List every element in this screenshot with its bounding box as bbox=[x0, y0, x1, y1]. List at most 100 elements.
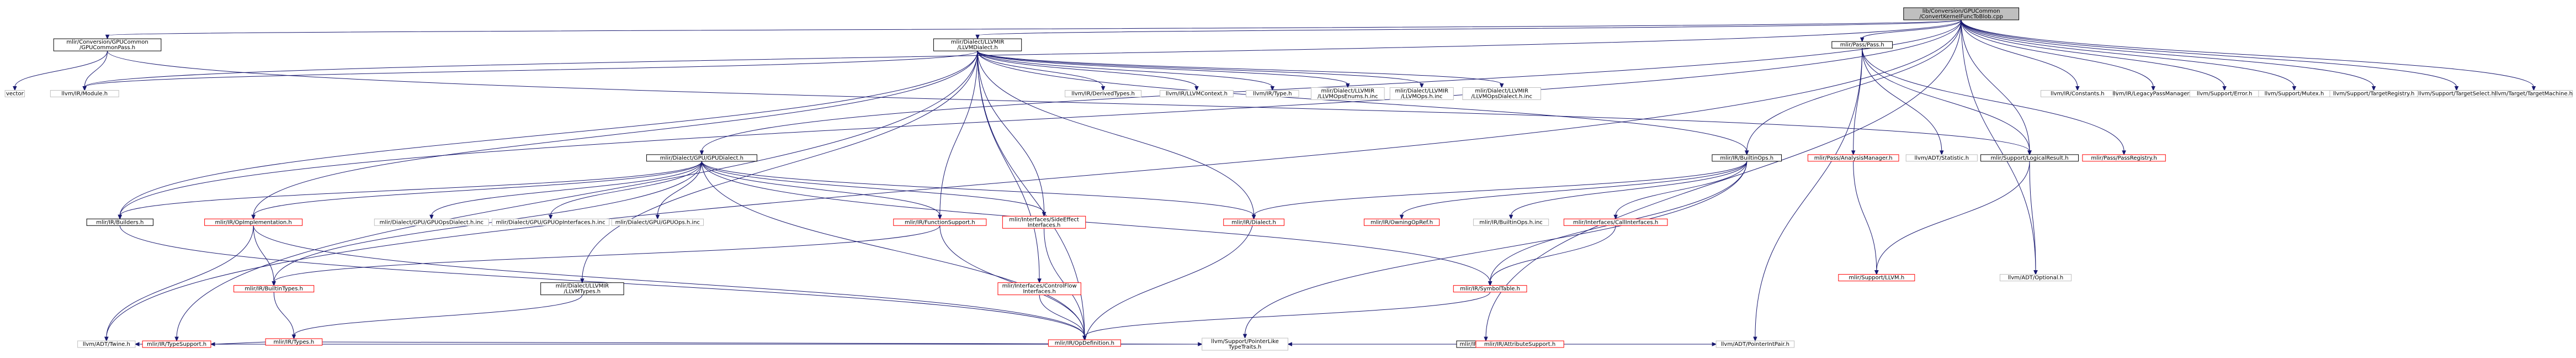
edge-opimpl-to-twine bbox=[104, 225, 254, 342]
node-pointerintpair: llvm/ADT/PointerIntPair.h bbox=[1715, 340, 1795, 348]
edge-functionsupport-to-builtintypes bbox=[272, 225, 941, 286]
node-legacypm: llvm/IR/LegacyPassManager.h bbox=[2112, 90, 2194, 97]
node-box bbox=[1980, 154, 2079, 162]
edge-root-to-mutex bbox=[1961, 19, 2297, 91]
edge-builtinops-to-dialect bbox=[1251, 161, 1748, 220]
node-label-line: mlir/Pass/Pass.h bbox=[1840, 42, 1884, 48]
node-llvmsupport[interactable]: mlir/Support/LLVM.h bbox=[1838, 274, 1915, 282]
node-box bbox=[997, 282, 1081, 296]
node-pass[interactable]: mlir/Pass/Pass.h bbox=[1831, 41, 1893, 49]
node-label-line: /LLVMOpsDialect.h.inc bbox=[1471, 93, 1532, 99]
node-attributesupport[interactable]: mlir/IR/AttributeSupport.h bbox=[1475, 340, 1564, 348]
node-label-line: llvm/ADT/PointerIntPair.h bbox=[1721, 341, 1789, 348]
node-label-line: mlir/Dialect/GPU/GPUOpsDialect.h.inc bbox=[380, 219, 484, 225]
edge-gpudialect-to-gpuopinterfaces bbox=[548, 161, 702, 220]
edge-root-to-error bbox=[1961, 19, 2227, 91]
node-opsenums: mlir/Dialect/LLVMIR/LLVMOpsEnums.h.inc bbox=[1310, 87, 1385, 100]
node-box bbox=[1838, 274, 1915, 282]
edge-builtintypes-to-types bbox=[273, 292, 296, 340]
node-box bbox=[4, 90, 25, 97]
node-label-line: mlir/Dialect/LLVMIR bbox=[951, 39, 1005, 45]
node-label-line: llvm/IR/LegacyPassManager.h bbox=[2112, 91, 2194, 97]
node-label-line: llvm/IR/LLVMContext.h bbox=[1166, 91, 1228, 97]
edge-passmanager-to-llvmsupport bbox=[1853, 161, 1879, 275]
node-optional: llvm/ADT/Optional.h bbox=[1999, 274, 2072, 282]
node-label-line: llvm/IR/DerivedTypes.h bbox=[1071, 91, 1135, 97]
edge-logicalresult-to-llvmsupport bbox=[1874, 161, 2030, 275]
node-box bbox=[1712, 154, 1782, 162]
node-owningopref[interactable]: mlir/IR/OwningOpRef.h bbox=[1363, 218, 1440, 226]
node-root[interactable]: lib/Conversion/GPUCommon/ConvertKernelFu… bbox=[1903, 7, 2020, 20]
node-builtintypes[interactable]: mlir/IR/BuiltinTypes.h bbox=[233, 285, 315, 293]
node-derived: llvm/IR/DerivedTypes.h bbox=[1065, 90, 1142, 97]
edge-llvmdialect-to-llvmtypes bbox=[580, 51, 978, 283]
node-label-line: llvm/Support/Error.h bbox=[2197, 91, 2252, 97]
node-builtinopsinc: mlir/IR/BuiltinOps.h.inc bbox=[1473, 218, 1549, 226]
node-types[interactable]: mlir/IR/Types.h bbox=[265, 338, 323, 346]
node-box bbox=[1389, 87, 1454, 100]
node-label-line: mlir/Pass/PassRegistry.h bbox=[2091, 155, 2157, 161]
node-box bbox=[204, 218, 303, 226]
node-logicalresult[interactable]: mlir/Support/LogicalResult.h bbox=[1980, 154, 2079, 162]
node-box bbox=[1048, 339, 1121, 347]
edge-gpudialect-to-dialect bbox=[701, 161, 1256, 220]
node-llvmcontext: llvm/IR/LLVMContext.h bbox=[1160, 90, 1234, 97]
node-box bbox=[86, 218, 153, 226]
node-box bbox=[1462, 87, 1541, 100]
node-opsdialect: mlir/Dialect/LLVMIR/LLVMOpsDialect.h.inc bbox=[1462, 87, 1541, 100]
node-passmanager[interactable]: mlir/Pass/AnalysisManager.h bbox=[1807, 154, 1899, 162]
node-opdefinition[interactable]: mlir/IR/OpDefinition.h bbox=[1048, 339, 1121, 347]
node-box bbox=[142, 340, 211, 348]
edge-logicalresult-to-optional bbox=[2029, 161, 2038, 275]
edge-gpudialect-to-gpuops bbox=[655, 161, 702, 220]
node-label-line: mlir/IR/Dialect.h bbox=[1231, 219, 1276, 225]
node-box bbox=[1831, 41, 1893, 49]
node-llvmtypes[interactable]: mlir/Dialect/LLVMIR/LLVMTypes.h bbox=[540, 282, 624, 296]
edge-gpudialect-to-opdefinition bbox=[701, 161, 1087, 341]
edge-root-to-pass bbox=[1860, 19, 1962, 43]
edge-llvmdialect-to-builders bbox=[118, 51, 978, 220]
edge-root-to-constants bbox=[1961, 19, 2080, 91]
node-box bbox=[893, 218, 987, 226]
node-symboltable[interactable]: mlir/IR/SymbolTable.h bbox=[1453, 285, 1527, 293]
node-box bbox=[2082, 154, 2166, 162]
edge-llvmdialect-to-opimpl bbox=[251, 51, 978, 220]
node-passregistry[interactable]: mlir/Pass/PassRegistry.h bbox=[2082, 154, 2166, 162]
node-error: llvm/Support/Error.h bbox=[2189, 90, 2260, 97]
node-functionsupport[interactable]: mlir/IR/FunctionSupport.h bbox=[893, 218, 987, 226]
node-box bbox=[1807, 154, 1899, 162]
node-label-line: mlir/IR/OwningOpRef.h bbox=[1371, 219, 1433, 225]
node-box bbox=[1245, 90, 1299, 97]
node-label-line: mlir/Dialect/LLVMIR bbox=[556, 283, 609, 289]
node-gpuopsdialect: mlir/Dialect/GPU/GPUOpsDialect.h.inc bbox=[374, 218, 489, 226]
node-label-line: TypeTraits.h bbox=[1228, 344, 1261, 350]
edge-types-to-typesupport bbox=[210, 341, 266, 346]
node-label-line: llvm/ADT/Twine.h bbox=[83, 341, 130, 348]
node-label-line: mlir/Support/LLVM.h bbox=[1849, 275, 1904, 281]
edge-attributesupport-to-pointerintpair bbox=[1564, 342, 1717, 346]
node-gpudialect[interactable]: mlir/Dialect/GPU/GPUDialect.h bbox=[646, 154, 757, 162]
node-typesupport[interactable]: mlir/IR/TypeSupport.h bbox=[142, 340, 211, 348]
edge-gpudialect-to-sideeffect bbox=[701, 161, 1047, 217]
node-box bbox=[77, 340, 136, 348]
node-builders[interactable]: mlir/IR/Builders.h bbox=[86, 218, 153, 226]
node-builtinops[interactable]: mlir/IR/BuiltinOps.h bbox=[1712, 154, 1782, 162]
node-label-line: Interfaces.h bbox=[1028, 222, 1061, 228]
node-opimpl[interactable]: mlir/IR/OpImplementation.h bbox=[204, 218, 303, 226]
node-box bbox=[1475, 340, 1564, 348]
node-label-line: llvm/Support/TargetSelect.h bbox=[2418, 91, 2495, 97]
node-commonpass[interactable]: mlir/Conversion/GPUCommon/GPUCommonPass.… bbox=[53, 38, 162, 51]
node-callinterfaces[interactable]: mlir/Interfaces/CallInterfaces.h bbox=[1563, 218, 1668, 226]
node-dialect[interactable]: mlir/IR/Dialect.h bbox=[1223, 218, 1284, 226]
node-label-line: llvm/IR/Module.h bbox=[61, 91, 108, 97]
node-label-line: llvm/Support/PointerLike bbox=[1211, 339, 1279, 345]
edge-builtinops-to-owningopref bbox=[1399, 161, 1748, 220]
node-box bbox=[1363, 218, 1440, 226]
edge-llvmdialect-to-opsenums bbox=[977, 50, 1350, 88]
node-llvmdialect[interactable]: mlir/Dialect/LLVMIR/LLVMDialect.h bbox=[933, 38, 1022, 51]
edge-root-to-commonpass bbox=[105, 19, 1962, 40]
node-box bbox=[50, 90, 119, 97]
